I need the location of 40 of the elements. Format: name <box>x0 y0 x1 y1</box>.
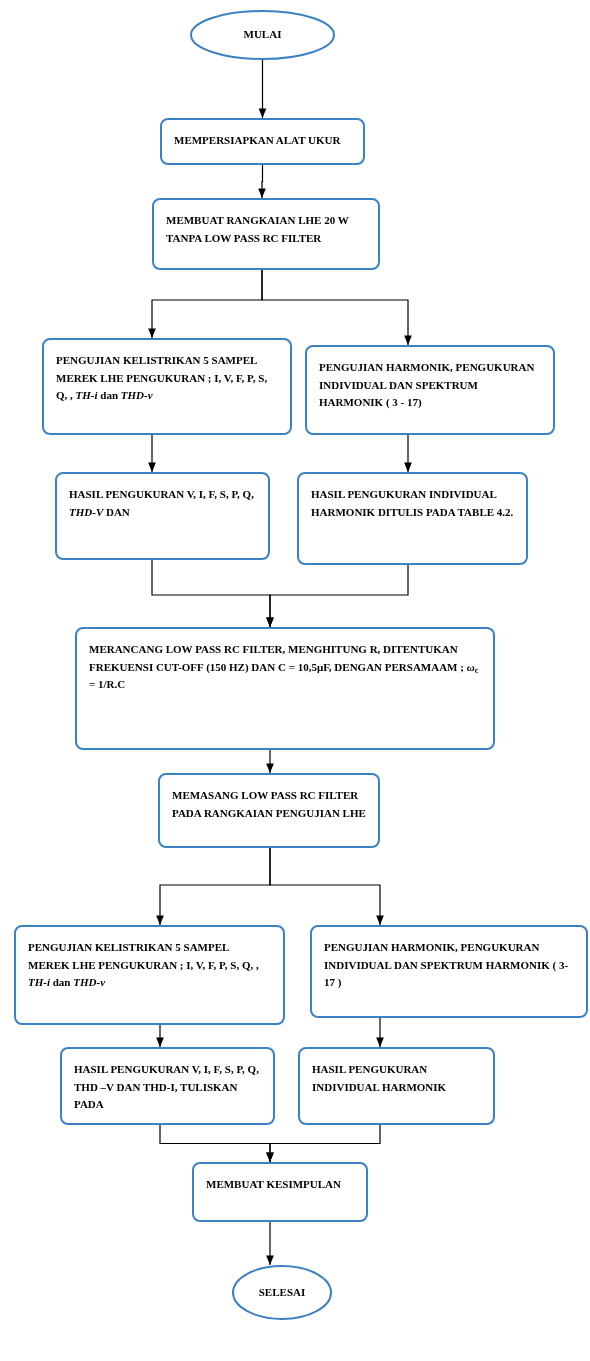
step-text: SELESAI <box>258 1284 306 1300</box>
step-text: MERANCANG LOW PASS RC FILTER, MENGHITUNG R, DITENTUKAN FREKUENSI CUT-OFF (150 HZ) DAN C = 10,5μF, DENGAN PERSAMAAM ; ω$_{c}$ = 1/R.C <box>89 642 480 693</box>
arrow <box>266 749 274 774</box>
arrow <box>261 269 412 346</box>
process-box <box>55 472 270 560</box>
process-box <box>42 338 292 435</box>
process-box <box>305 345 555 435</box>
process-box <box>160 118 365 165</box>
process-box <box>310 925 588 1018</box>
step-text: MEMBUAT KESIMPULAN <box>206 1177 342 1192</box>
arrow <box>376 1017 384 1048</box>
step-text: MEMPERSIAPKAN ALAT UKUR <box>174 133 342 148</box>
arrow <box>148 434 156 473</box>
process-box <box>158 773 380 848</box>
step-text: MEMBUAT RANGKAIAN LHE 20 W TANPA LOW PASS RC FILTER <box>166 213 350 246</box>
process-box <box>14 925 285 1025</box>
process-box <box>60 1047 275 1125</box>
step-text: HASIL PENGUKURAN INDIVIDUAL HARMONIK <box>312 1062 448 1095</box>
process-box <box>297 472 528 565</box>
process-box <box>298 1047 495 1125</box>
step-text: HASIL PENGUKURAN V, I, F, S, P, Q, THD –V DAN THD-I, TULISKAN PADA <box>74 1062 260 1113</box>
step-text: HASIL PENGUKURAN INDIVIDUAL HARMONIK DITULIS PADA TABLE 4.2. <box>311 487 514 520</box>
arrow <box>258 59 267 119</box>
arrow <box>266 1124 381 1163</box>
process-box <box>75 627 495 750</box>
process-box <box>152 198 380 270</box>
arrow <box>156 1024 164 1048</box>
arrow <box>404 434 412 473</box>
arrow <box>266 564 409 628</box>
arrow <box>269 847 384 926</box>
step-text: MULAI <box>243 27 282 43</box>
process-box <box>192 1162 368 1222</box>
arrow <box>258 164 266 199</box>
step-text: HASIL PENGUKURAN V, I, F, S, P, Q, THD-V DAN <box>69 487 255 520</box>
step-text: PENGUJIAN KELISTRIKAN 5 SAMPEL MEREK LHE PENGUKURAN ; I, V, F, P, S, Q, , TH-i dan THD-v <box>56 353 269 404</box>
step-text: PENGUJIAN HARMONIK, PENGUKURAN INDIVIDUAL DAN SPEKTRUM HARMONIK ( 3-17 ) <box>324 940 570 991</box>
step-text: PENGUJIAN HARMONIK, PENGUKURAN INDIVIDUAL DAN SPEKTRUM HARMONIK ( 3 - 17) <box>319 360 536 411</box>
step-text: MEMASANG LOW PASS RC FILTER PADA RANGKAIAN PENGUJIAN LHE <box>172 788 366 821</box>
arrow <box>266 1221 274 1266</box>
step-text: PENGUJIAN KELISTRIKAN 5 SAMPEL MEREK LHE PENGUKURAN ; I, V, F, P, S, Q, , TH-i dan THD-v <box>28 940 260 991</box>
